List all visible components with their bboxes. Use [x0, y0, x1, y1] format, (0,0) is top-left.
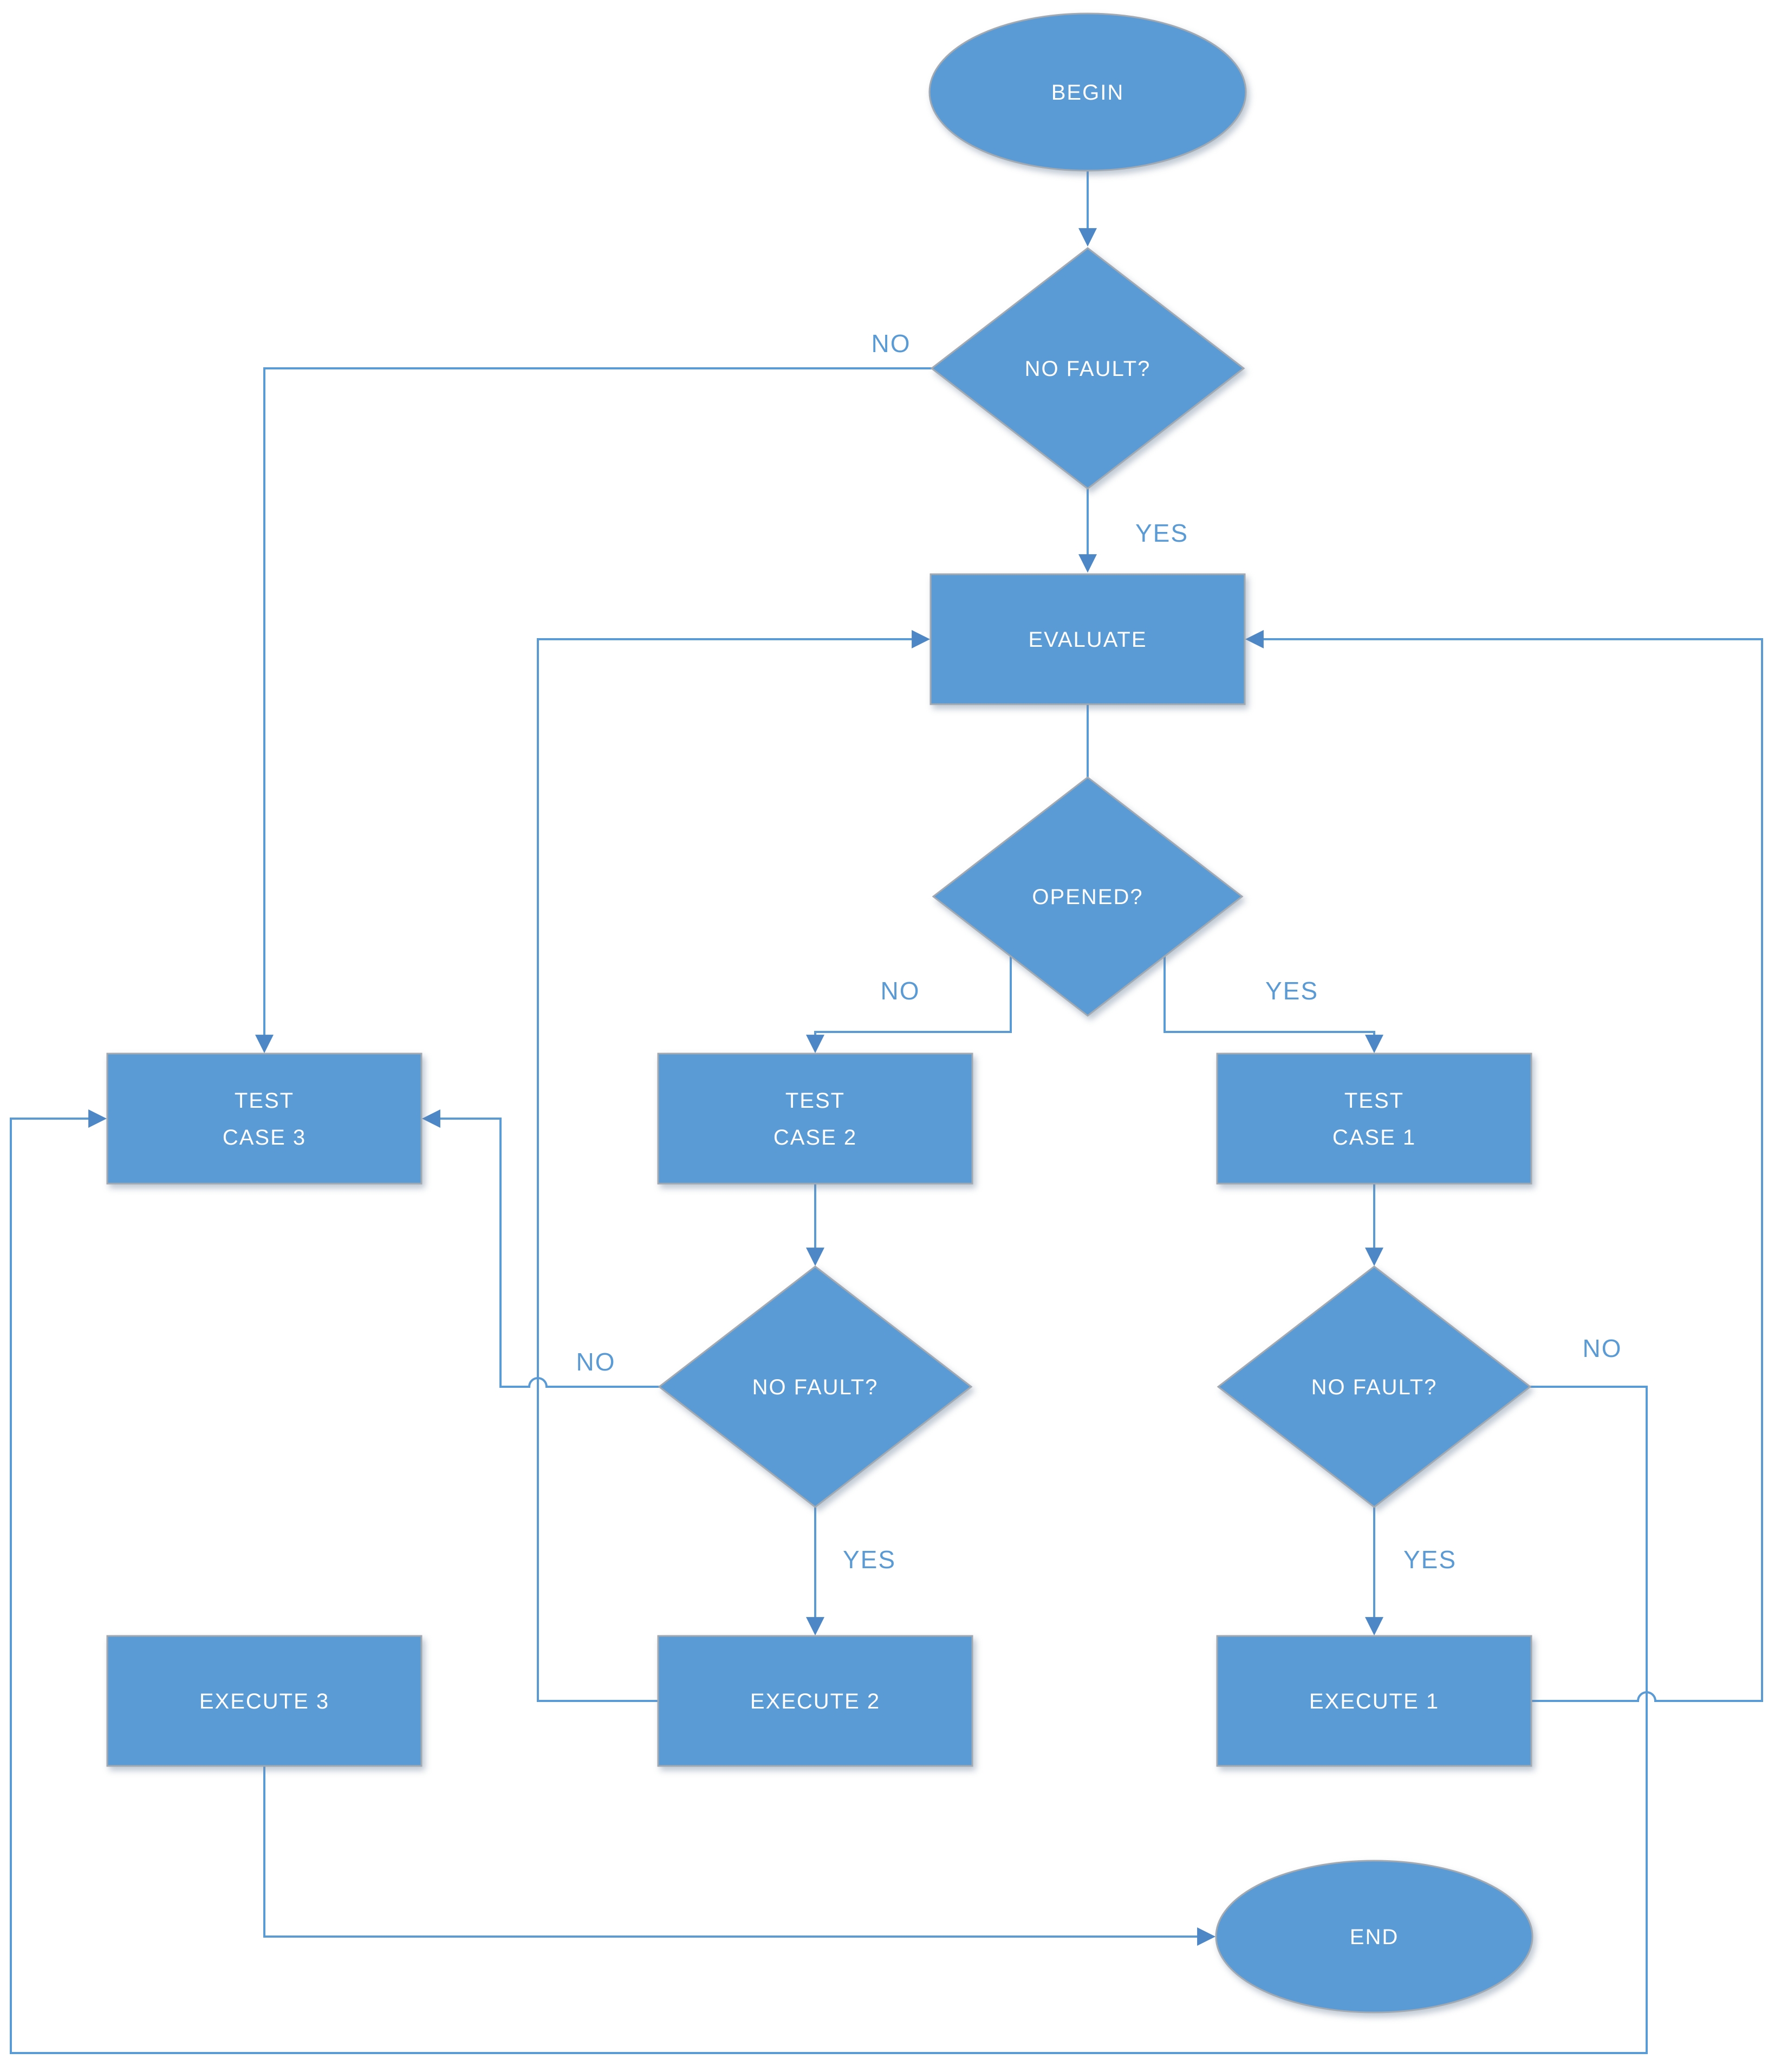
test-case-1-process-shape — [1216, 1053, 1532, 1185]
node-opened: OPENED? — [932, 776, 1244, 1017]
test-case-1-label-line1: TEST — [1344, 1089, 1404, 1113]
node-execute-3: EXECUTE 3 — [106, 1635, 422, 1767]
edge-nofault-top-no-to-test-case-3 — [255, 367, 932, 1054]
end-terminator-shape — [1215, 1860, 1533, 2013]
execute-1-label: EXECUTE 1 — [1309, 1690, 1439, 1713]
node-evaluate: EVALUATE — [929, 573, 1246, 705]
node-no-fault-top: NO FAULT? — [930, 247, 1245, 490]
node-end: END — [1215, 1860, 1533, 2013]
test-case-2-label-line1: TEST — [785, 1089, 845, 1113]
no-fault-2-label: NO FAULT? — [752, 1375, 879, 1399]
begin-label: BEGIN — [1051, 81, 1124, 105]
test-case-2-process-shape — [657, 1053, 973, 1185]
no-fault-1-label: NO FAULT? — [1311, 1375, 1438, 1399]
no-fault-1-decision-shape — [1217, 1265, 1532, 1508]
node-begin: BEGIN — [928, 12, 1247, 172]
edge-opened-yes-to-test-case-1 — [1164, 956, 1383, 1054]
no-fault-2-decision-shape — [658, 1265, 973, 1508]
edge-opened-no-to-test-case-2 — [806, 956, 1012, 1054]
edge-nofault-2-no-to-test-case-3 — [421, 1109, 659, 1388]
node-test-case-1: TEST CASE 1 — [1216, 1053, 1532, 1185]
edge-labels: NO YES NO YES NO YES NO YES — [576, 329, 1622, 1574]
node-no-fault-2: NO FAULT? — [658, 1265, 973, 1508]
test-case-1-label-line2: CASE 1 — [1332, 1126, 1416, 1149]
node-execute-1: EXECUTE 1 — [1216, 1635, 1532, 1767]
test-case-3-process-shape — [106, 1053, 422, 1185]
label-opened-yes: YES — [1265, 977, 1318, 1005]
node-execute-2: EXECUTE 2 — [657, 1635, 973, 1767]
node-no-fault-1: NO FAULT? — [1217, 1265, 1532, 1508]
evaluate-process-shape — [929, 573, 1246, 705]
no-fault-top-decision-shape — [930, 247, 1245, 490]
execute-2-process-shape — [657, 1635, 973, 1767]
end-label: END — [1350, 1925, 1399, 1949]
label-opened-no: NO — [881, 977, 920, 1005]
label-nofault-top-no: NO — [872, 329, 911, 358]
label-nofault-top-yes: YES — [1135, 519, 1188, 547]
edge-nofault-1-no-to-test-case-3 — [10, 1109, 1648, 2054]
test-case-2-label-line2: CASE 2 — [774, 1126, 857, 1149]
opened-decision-shape — [932, 776, 1244, 1017]
opened-label: OPENED? — [1032, 885, 1143, 909]
label-nofault-2-yes: YES — [843, 1545, 896, 1574]
evaluate-label: EVALUATE — [1028, 628, 1147, 652]
execute-1-process-shape — [1216, 1635, 1532, 1767]
execute-2-label: EXECUTE 2 — [750, 1690, 880, 1713]
execute-3-label: EXECUTE 3 — [199, 1690, 329, 1713]
label-nofault-2-no: NO — [576, 1348, 616, 1376]
node-test-case-3: TEST CASE 3 — [106, 1053, 422, 1185]
begin-terminator-shape — [928, 12, 1247, 172]
label-nofault-1-yes: YES — [1403, 1545, 1457, 1574]
label-nofault-1-no: NO — [1583, 1334, 1622, 1362]
test-case-3-label-line1: TEST — [235, 1089, 294, 1113]
edge-execute-2-to-evaluate — [537, 630, 931, 1702]
test-case-3-label-line2: CASE 3 — [223, 1126, 306, 1149]
no-fault-top-label: NO FAULT? — [1025, 357, 1151, 381]
execute-3-process-shape — [106, 1635, 422, 1767]
edge-execute-3-to-end — [263, 1766, 1216, 1946]
connectors — [10, 171, 1763, 2054]
node-test-case-2: TEST CASE 2 — [657, 1053, 973, 1185]
edge-execute-1-to-evaluate — [1245, 630, 1763, 1702]
